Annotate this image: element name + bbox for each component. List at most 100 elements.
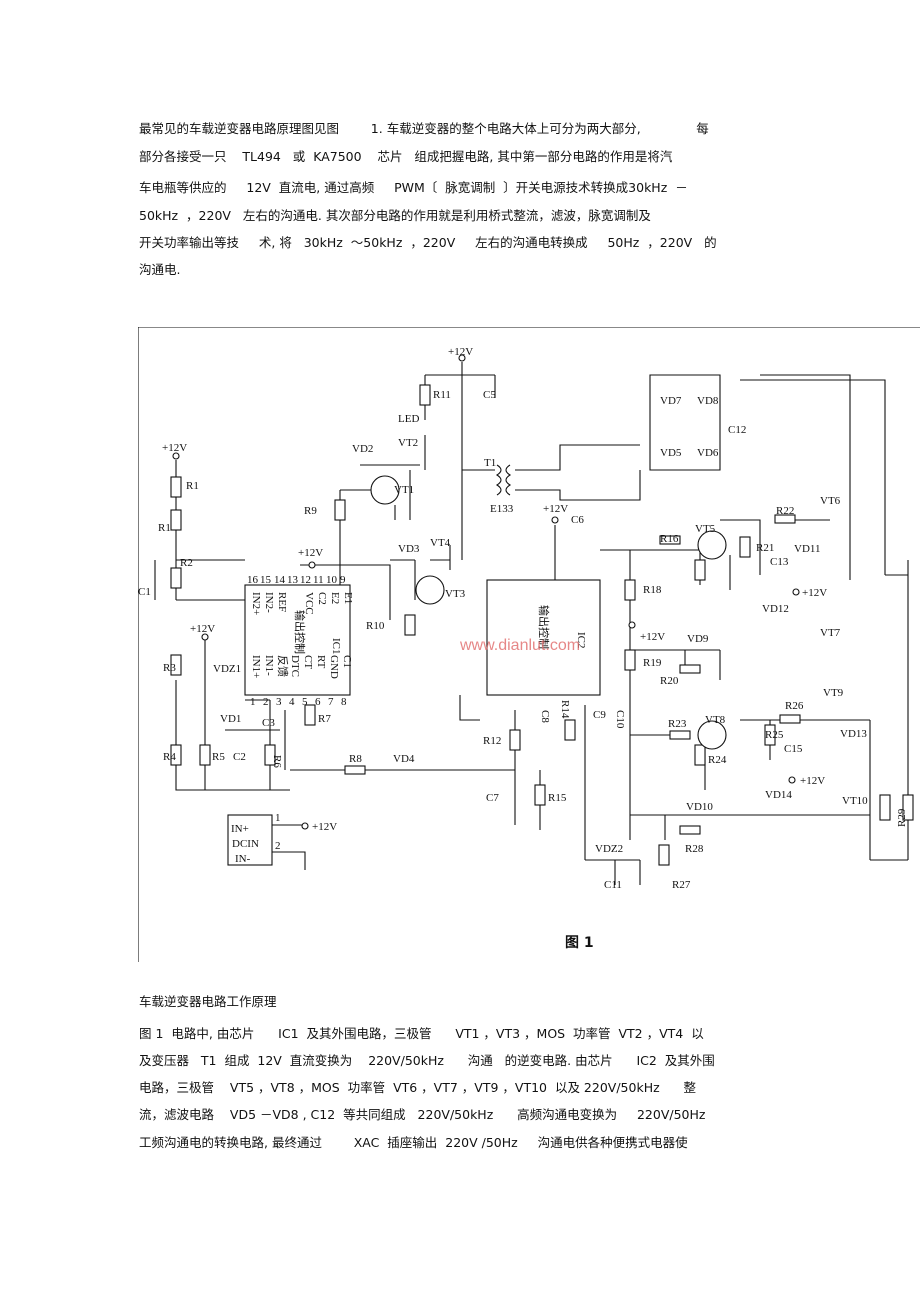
intro-line: 车电瓶等供应的 12V 直流电, 通过高频 PWM〔 脉宽调制 〕开关电源技术转… xyxy=(139,180,688,195)
terminal-symbol xyxy=(172,452,180,460)
component-label: +12V xyxy=(543,503,568,515)
component-label: C13 xyxy=(770,556,789,568)
component-label: C3 xyxy=(262,717,275,729)
component-label: IN1- xyxy=(263,655,275,676)
wire xyxy=(584,705,870,885)
component-label: VT7 xyxy=(820,627,841,639)
component-label: VT5 xyxy=(695,523,716,535)
component-label: 1 xyxy=(275,812,281,824)
component-label: VT10 xyxy=(842,795,868,807)
terminal-symbol xyxy=(697,530,727,560)
component-label: R23 xyxy=(668,718,687,730)
ic1-chip xyxy=(244,584,351,696)
component-label: GND xyxy=(328,655,340,679)
section-line: 图 1 电路中, 由芯片 IC1 及其外围电路，三极管 VT1 ，VT3 ，MO… xyxy=(139,1026,704,1041)
component-symbol xyxy=(694,744,706,766)
section-line: 流，滤波电路 VD5 －VD8 , C12 等共同组成 220V/50kHz 高… xyxy=(139,1107,706,1122)
component-symbol xyxy=(774,514,796,524)
component-symbol xyxy=(658,844,670,866)
component-label: R4 xyxy=(163,751,176,763)
component-symbol xyxy=(879,794,891,821)
component-label: C2 xyxy=(316,592,328,605)
component-label: VD13 xyxy=(840,728,867,740)
component-label: R14 xyxy=(559,700,571,719)
component-symbol xyxy=(404,614,416,636)
component-label: VD8 xyxy=(697,395,719,407)
component-label: IN2- xyxy=(263,592,275,613)
component-label: +12V xyxy=(298,547,323,559)
section-heading: 车载逆变器电路工作原理 xyxy=(139,994,277,1009)
component-label: VDZ1 xyxy=(213,663,241,675)
component-symbol xyxy=(764,724,776,746)
terminal-symbol xyxy=(415,575,445,605)
component-label: R25 xyxy=(765,729,784,741)
component-label: R5 xyxy=(212,751,225,763)
component-label: E1 xyxy=(342,592,354,604)
terminal-symbol xyxy=(551,516,559,524)
component-label: 13 xyxy=(287,574,299,586)
component-symbol xyxy=(694,559,706,581)
component-label: VD5 xyxy=(660,447,682,459)
component-label: 2 xyxy=(263,696,269,708)
component-label: R22 xyxy=(776,505,794,517)
component-label: IN- xyxy=(235,853,251,865)
component-label: 9 xyxy=(340,574,346,586)
terminal-symbol xyxy=(370,475,400,505)
component-label: C1 xyxy=(341,655,353,668)
component-label: CT xyxy=(302,655,314,669)
terminal-symbol xyxy=(788,776,796,784)
watermark: www.dianlut.com xyxy=(459,637,580,654)
intro-line: 部分各接受一只 TL494 或 KA7500 芯片 组成把握电路, 其中第一部分… xyxy=(139,149,673,164)
component-label: 输出控制 xyxy=(537,605,551,649)
component-symbol xyxy=(669,730,691,740)
dcin-connector xyxy=(227,814,273,866)
component-label: +12V xyxy=(640,631,665,643)
component-labels: +12V R11 C5 LED VD7 VD8 VD5 VD6 C12 +12V… xyxy=(138,346,908,951)
component-label: 3 xyxy=(276,696,282,708)
component-label: 2 xyxy=(275,840,281,852)
component-label: VD9 xyxy=(687,633,709,645)
component-label: R27 xyxy=(672,879,691,891)
component-label: +12V xyxy=(802,587,827,599)
wire xyxy=(515,374,886,580)
component-label: T1 xyxy=(484,457,496,469)
component-label: VT4 xyxy=(430,537,451,549)
component-label: VD4 xyxy=(393,753,415,765)
component-symbol xyxy=(264,744,276,766)
terminal-symbol xyxy=(201,633,209,641)
component-label: C11 xyxy=(604,879,622,891)
component-label: VD7 xyxy=(660,395,682,407)
component-label: R29 xyxy=(896,808,908,827)
component-label: R9 xyxy=(304,505,317,517)
component-label: C1 xyxy=(138,586,151,598)
component-label: VT8 xyxy=(705,714,726,726)
component-label: 10 xyxy=(326,574,338,586)
intro-line: 50kHz ，220V 左右的沟通电. 其次部分电路的作用就是利用桥式整流，滤波… xyxy=(139,208,651,223)
component-label: +12V xyxy=(190,623,215,635)
component-label: C12 xyxy=(728,424,746,436)
component-label: REF xyxy=(276,592,288,612)
component-symbol xyxy=(679,825,701,835)
component-label: R8 xyxy=(349,753,362,765)
component-symbol xyxy=(739,536,751,558)
component-label: VD1 xyxy=(220,713,241,725)
component-symbol xyxy=(199,744,211,766)
component-symbol xyxy=(170,567,182,589)
terminal-symbol xyxy=(697,720,727,750)
component-label: 反馈 xyxy=(276,655,289,677)
component-symbol xyxy=(509,729,521,751)
component-label: VD10 xyxy=(686,801,713,813)
component-label: 11 xyxy=(313,574,324,586)
component-label: VD2 xyxy=(352,443,373,455)
wire xyxy=(600,519,830,840)
component-label: R3 xyxy=(163,662,176,674)
component-label: 输出控制 xyxy=(293,610,307,654)
ic2-chip xyxy=(486,579,601,696)
component-label: C5 xyxy=(483,389,496,401)
component-label: VD6 xyxy=(697,447,719,459)
component-label: VT9 xyxy=(823,687,844,699)
component-symbol xyxy=(902,794,914,821)
component-label: R18 xyxy=(643,584,662,596)
component-label: 5 xyxy=(302,696,308,708)
